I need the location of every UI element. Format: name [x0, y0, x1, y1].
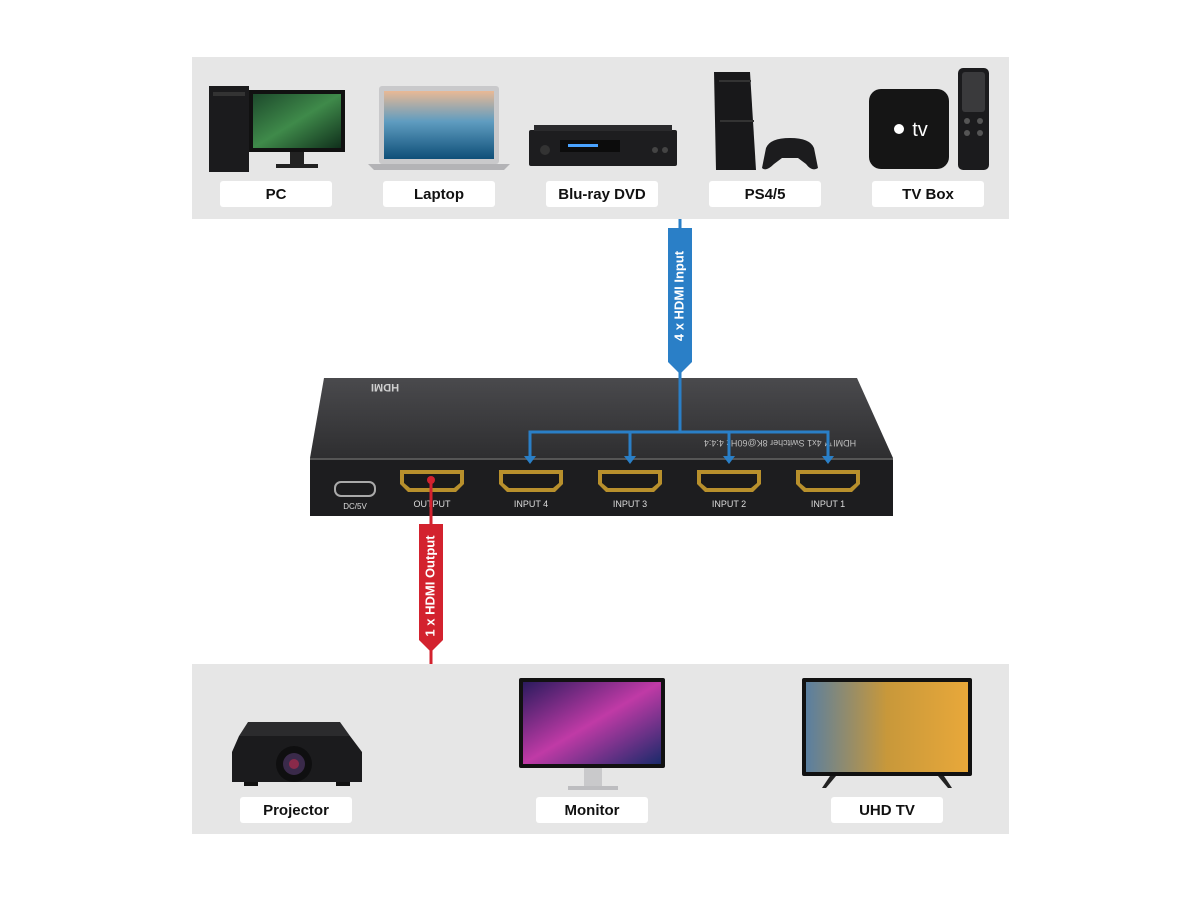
- source-label-laptop: Laptop: [383, 181, 495, 207]
- input1-port: [796, 470, 860, 492]
- projector-icon: [232, 722, 362, 786]
- source-label-ps: PS4/5: [709, 181, 821, 207]
- input2-port: [697, 470, 761, 492]
- input4-port: [499, 470, 563, 492]
- dc-port: [334, 481, 376, 497]
- source-label-bluray: Blu-ray DVD: [546, 181, 658, 207]
- laptop-icon: [368, 86, 510, 170]
- input3-port: [598, 470, 662, 492]
- switch-model-text: HDMI™ 4x1 Switcher 8K@60Hz 4:4:4: [704, 438, 856, 448]
- game-console-icon: [714, 72, 818, 170]
- output-cable: 1 x HDMI Output: [419, 476, 443, 664]
- input4-port-label: INPUT 4: [514, 499, 548, 509]
- output-label-monitor: Monitor: [536, 797, 648, 823]
- output-label-uhdtv: UHD TV: [831, 797, 943, 823]
- source-label-tvbox: TV Box: [872, 181, 984, 207]
- monitor-icon: [519, 678, 665, 790]
- input2-port-label: INPUT 2: [712, 499, 746, 509]
- uhd-tv-icon: [802, 678, 972, 788]
- output-cable-label: 1 x HDMI Output: [422, 535, 437, 637]
- bluray-player-icon: [529, 125, 677, 166]
- input-cable-label: 4 x HDMI Input: [671, 250, 686, 341]
- switch-brand: HDMI: [371, 381, 399, 393]
- hdmi-switch: HDMI HDMI™ 4x1 Switcher 8K@60Hz 4:4:4 DC…: [310, 378, 893, 516]
- output-label-projector: Projector: [240, 797, 352, 823]
- input3-port-label: INPUT 3: [613, 499, 647, 509]
- dc-port-label: DC/5V: [343, 502, 367, 511]
- desktop-pc-icon: [209, 86, 345, 172]
- tvbox-logo-text: tv: [912, 119, 928, 141]
- tv-box-icon: tv: [869, 68, 989, 170]
- input1-port-label: INPUT 1: [811, 499, 845, 509]
- input-cable: 4 x HDMI Input: [524, 219, 834, 464]
- source-label-pc: PC: [220, 181, 332, 207]
- apple-logo-icon: [894, 124, 904, 134]
